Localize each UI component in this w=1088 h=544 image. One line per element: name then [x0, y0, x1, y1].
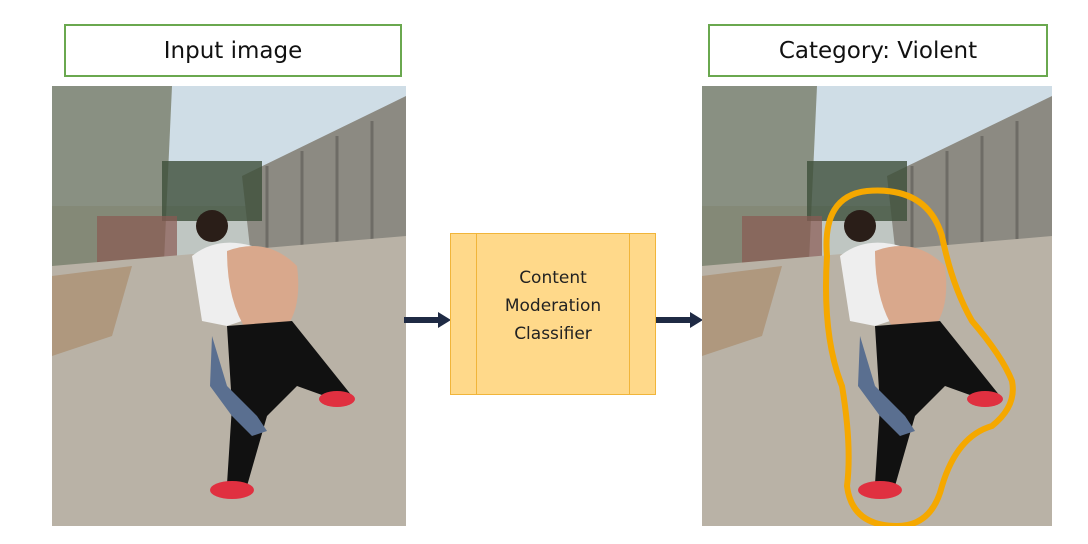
- category-label: Category: Violent: [708, 24, 1048, 77]
- classifier-line-2: Moderation: [504, 296, 602, 316]
- input-photo: [52, 86, 406, 526]
- violence-highlight-outline: [823, 187, 1016, 526]
- input-image-label: Input image: [64, 24, 402, 77]
- classifier-line-1: Content: [519, 268, 587, 288]
- arrow-to-output: [656, 312, 703, 328]
- content-moderation-classifier: Content Moderation Classifier: [450, 233, 656, 395]
- arrow-to-classifier: [404, 312, 451, 328]
- classifier-line-3: Classifier: [514, 324, 592, 344]
- output-photo: [702, 86, 1052, 526]
